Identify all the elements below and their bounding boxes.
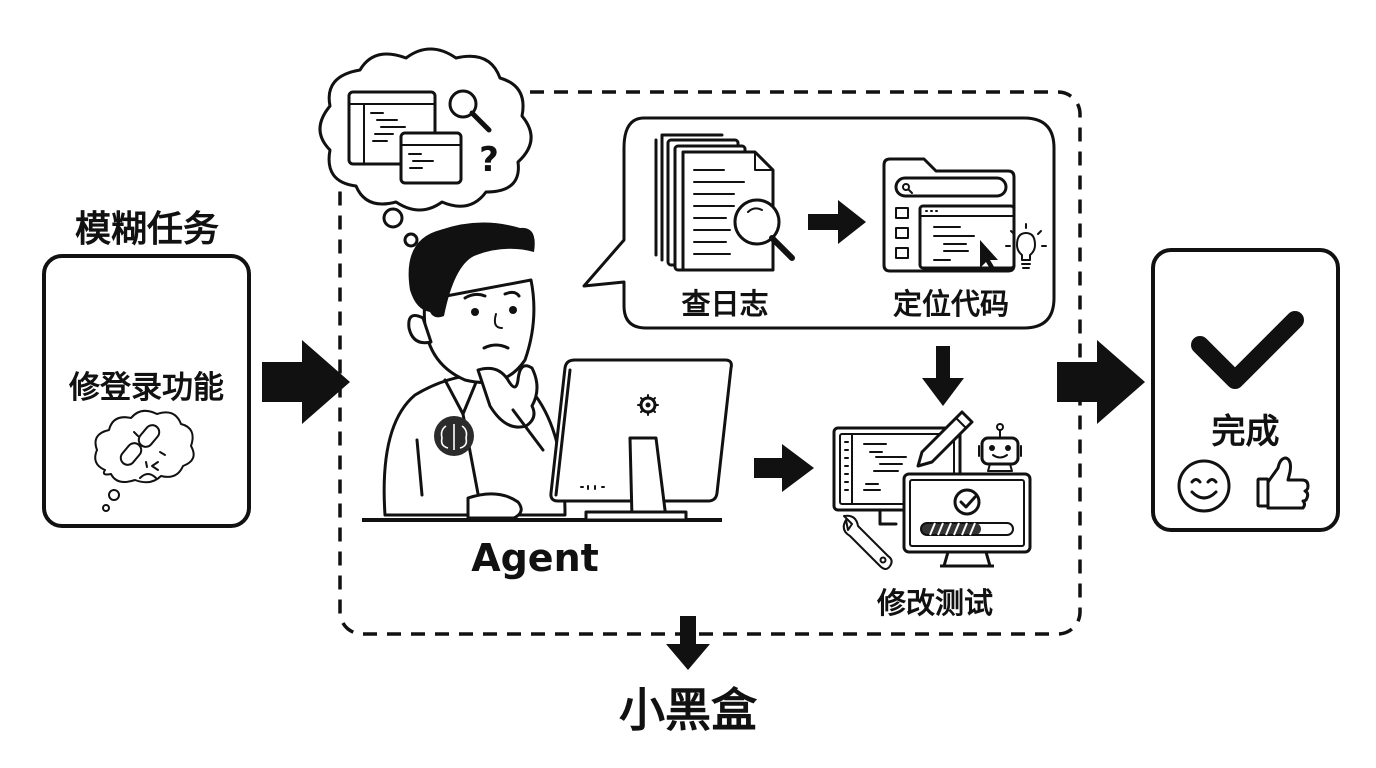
step-label-locate-code: 定位代码 (892, 287, 1009, 321)
smiley-icon (1177, 459, 1231, 513)
gear-icon (637, 394, 659, 416)
black-box-caption: 小黑盒 (619, 683, 757, 737)
pencil-icon (916, 410, 974, 468)
lightbulb-icon (1005, 223, 1047, 269)
arrow-log-to-code (808, 200, 866, 244)
magnifier-icon (448, 89, 492, 133)
arrow-agent-to-edit (754, 444, 814, 492)
log-search-icon (654, 133, 795, 272)
arrow-agent-to-output (1057, 340, 1145, 424)
robot-icon (978, 423, 1022, 472)
step-label-edit-test: 修改测试 (876, 586, 993, 620)
black-box-frame (338, 90, 1082, 636)
output-card (1151, 248, 1340, 532)
desktop-computer-icon (549, 358, 733, 522)
edit-test-icon (832, 410, 1032, 570)
code-window-icon (347, 90, 463, 185)
arrow-code-to-edit (922, 346, 964, 406)
checkmark-icon (1191, 311, 1304, 389)
input-heading: 模糊任务 (74, 209, 219, 250)
question-mark-icon: ? (479, 140, 499, 180)
arrow-box-to-caption (666, 616, 710, 670)
step-label-check-logs: 查日志 (681, 287, 769, 321)
wrench-icon (842, 514, 893, 570)
input-task-label: 修登录功能 (69, 370, 224, 406)
thumbs-up-icon (1256, 456, 1310, 510)
code-locate-icon (882, 157, 1047, 273)
output-label: 完成 (1211, 412, 1280, 452)
arrow-input-to-agent (262, 340, 350, 424)
agent-figure (362, 222, 722, 522)
check-circle-icon (953, 488, 981, 516)
thought-cloud (318, 47, 533, 248)
agent-label: Agent (471, 536, 599, 580)
broken-link-cloud-icon (94, 409, 195, 512)
